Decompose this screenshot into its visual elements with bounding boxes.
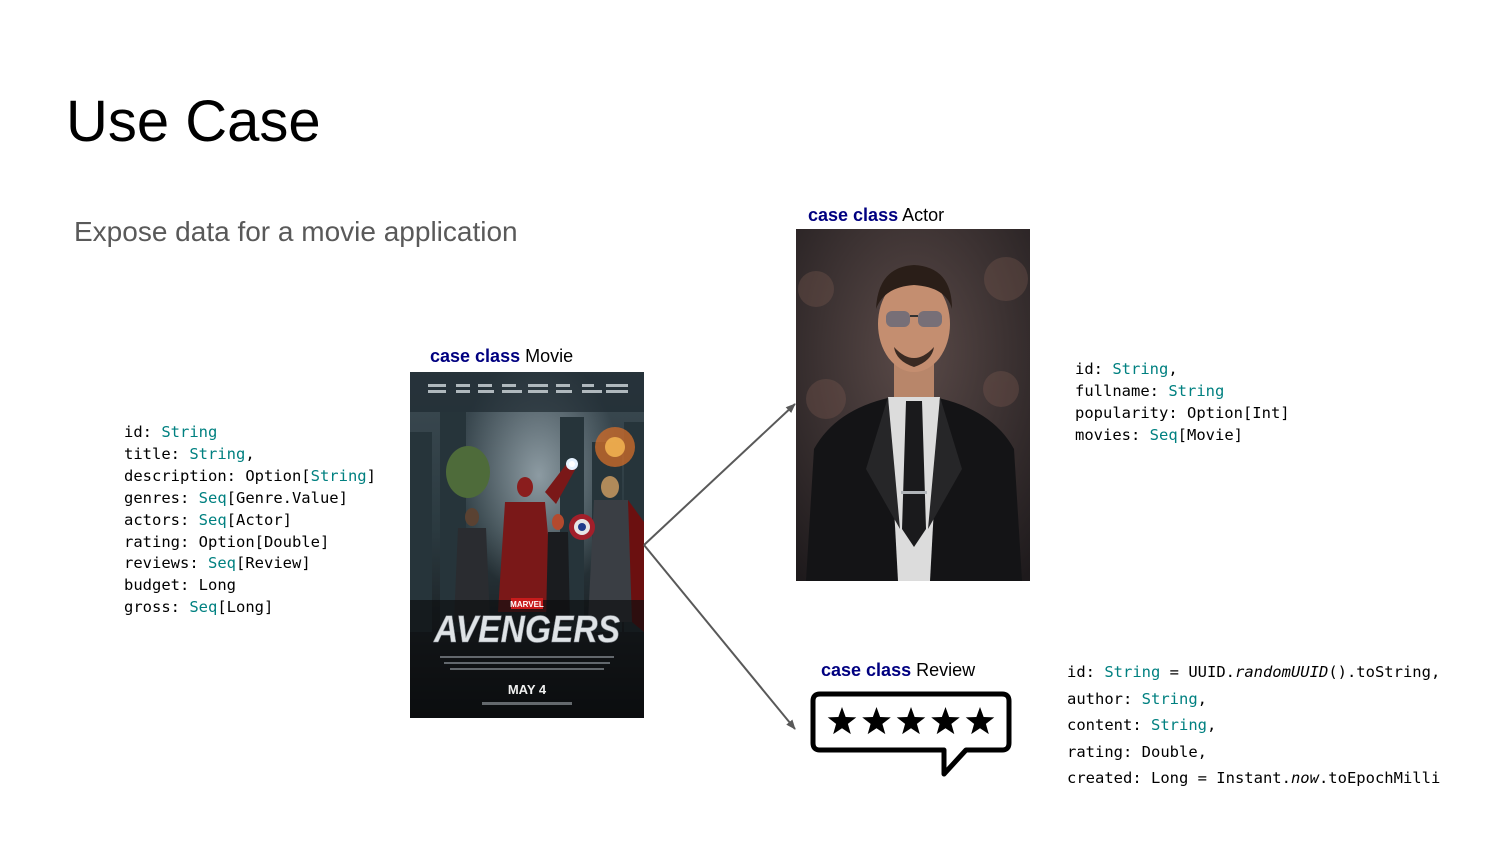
type-token: String bbox=[1168, 381, 1225, 400]
code-token: created: Long = Instant. bbox=[1067, 769, 1291, 787]
code-line: reviews: Seq[Review] bbox=[124, 553, 376, 575]
actor-case-class-keyword: case class bbox=[808, 205, 899, 225]
code-token: reviews: bbox=[124, 554, 208, 573]
code-line: author: String, bbox=[1067, 686, 1440, 713]
code-line: rating: Double, bbox=[1067, 739, 1440, 766]
code-token: [Actor] bbox=[226, 510, 292, 529]
code-token: title: bbox=[124, 444, 190, 463]
movie-to-actor-arrow bbox=[643, 403, 796, 546]
code-token: .toEpochMilli bbox=[1318, 769, 1441, 787]
code-line: rating: Option[Double] bbox=[124, 532, 376, 554]
code-line: gross: Seq[Long] bbox=[124, 597, 376, 619]
code-token: [Genre.Value] bbox=[226, 488, 348, 507]
code-line: id: String = UUID.randomUUID().toString, bbox=[1067, 659, 1440, 686]
type-token: String bbox=[1112, 360, 1169, 378]
code-token: popularity: Option[Int] bbox=[1075, 403, 1290, 422]
code-token: id: bbox=[1075, 360, 1113, 378]
poster-date-text: MAY 4 bbox=[508, 682, 547, 697]
movie-class-heading: case class Movie bbox=[430, 345, 573, 367]
star-icon bbox=[931, 707, 960, 735]
code-token: genres: bbox=[124, 488, 199, 507]
code-line: id: String, bbox=[1075, 359, 1290, 381]
actor-class-heading: case class Actor bbox=[808, 204, 944, 226]
code-line: genres: Seq[Genre.Value] bbox=[124, 488, 376, 510]
type-token: Seq bbox=[198, 488, 227, 507]
code-line: title: String, bbox=[124, 444, 376, 466]
code-line: budget: Long bbox=[124, 575, 376, 597]
actor-portrait-art bbox=[796, 229, 1030, 581]
code-token: , bbox=[1207, 716, 1217, 734]
five-star-review-bubble-icon bbox=[806, 688, 1016, 783]
type-token: Seq bbox=[198, 510, 227, 529]
code-token: rating: Double, bbox=[1067, 742, 1207, 761]
code-line: popularity: Option[Int] bbox=[1075, 403, 1290, 425]
code-token: description: Option[ bbox=[124, 466, 311, 485]
code-token: [Movie] bbox=[1177, 425, 1243, 444]
code-token: now bbox=[1290, 769, 1319, 787]
code-token: , bbox=[1168, 360, 1178, 378]
type-token: String bbox=[1141, 689, 1198, 708]
review-class-name: Review bbox=[916, 660, 976, 680]
code-token: ().toString, bbox=[1328, 663, 1441, 681]
type-token: String bbox=[161, 423, 218, 441]
review-case-class-keyword: case class bbox=[821, 660, 912, 680]
type-token: String bbox=[1151, 716, 1207, 734]
type-token: Seq bbox=[189, 598, 218, 617]
code-line: fullname: String bbox=[1075, 381, 1290, 403]
code-token: [Review] bbox=[236, 554, 311, 573]
star-icon bbox=[896, 707, 926, 735]
code-token: ] bbox=[366, 466, 376, 485]
poster-brand-text: MARVEL bbox=[510, 600, 544, 609]
movie-to-review-arrow bbox=[643, 544, 796, 730]
code-token: actors: bbox=[124, 510, 199, 529]
code-line: description: Option[String] bbox=[124, 466, 376, 488]
code-token: budget: Long bbox=[124, 576, 236, 595]
movie-poster: MARVEL AVENGERS MAY 4 bbox=[410, 372, 644, 718]
code-line: movies: Seq[Movie] bbox=[1075, 425, 1290, 447]
poster-title-text: AVENGERS bbox=[433, 609, 620, 651]
code-line: id: String bbox=[124, 422, 376, 444]
code-token: author: bbox=[1067, 689, 1142, 708]
code-token: gross: bbox=[124, 598, 190, 617]
slide-subtitle: Expose data for a movie application bbox=[74, 216, 518, 247]
actor-photo bbox=[796, 229, 1030, 581]
type-token: String bbox=[310, 466, 367, 485]
movie-case-class-keyword: case class bbox=[430, 346, 521, 366]
type-token: Seq bbox=[208, 554, 236, 573]
review-fields-code: id: String = UUID.randomUUID().toString,… bbox=[1067, 659, 1440, 792]
code-token: [Long] bbox=[217, 598, 274, 617]
review-class-heading: case class Review bbox=[821, 659, 975, 681]
code-token: id: bbox=[124, 423, 162, 441]
code-line: content: String, bbox=[1067, 712, 1440, 739]
code-token: , bbox=[245, 444, 255, 463]
code-token: content: bbox=[1067, 716, 1151, 734]
code-token: id: bbox=[1067, 663, 1105, 681]
code-token: randomUUID bbox=[1234, 663, 1329, 681]
actor-class-name: Actor bbox=[902, 205, 945, 225]
code-token: rating: Option[Double] bbox=[124, 532, 330, 551]
type-token: Seq bbox=[1149, 425, 1178, 444]
star-icon bbox=[965, 707, 995, 735]
slide-title: Use Case bbox=[66, 89, 321, 154]
avengers-poster-art: MARVEL AVENGERS MAY 4 bbox=[410, 372, 644, 718]
code-token: = UUID. bbox=[1160, 663, 1235, 681]
star-icon bbox=[827, 707, 857, 735]
star-icon bbox=[862, 707, 891, 735]
type-token: String bbox=[1104, 663, 1161, 681]
code-token: , bbox=[1197, 689, 1207, 708]
code-token: movies: bbox=[1075, 425, 1150, 444]
marvel-logo bbox=[511, 598, 543, 609]
code-token: fullname: bbox=[1075, 381, 1169, 400]
movie-class-name: Movie bbox=[525, 346, 574, 366]
type-token: String bbox=[189, 444, 246, 463]
code-line: created: Long = Instant.now.toEpochMilli bbox=[1067, 765, 1440, 792]
code-line: actors: Seq[Actor] bbox=[124, 510, 376, 532]
